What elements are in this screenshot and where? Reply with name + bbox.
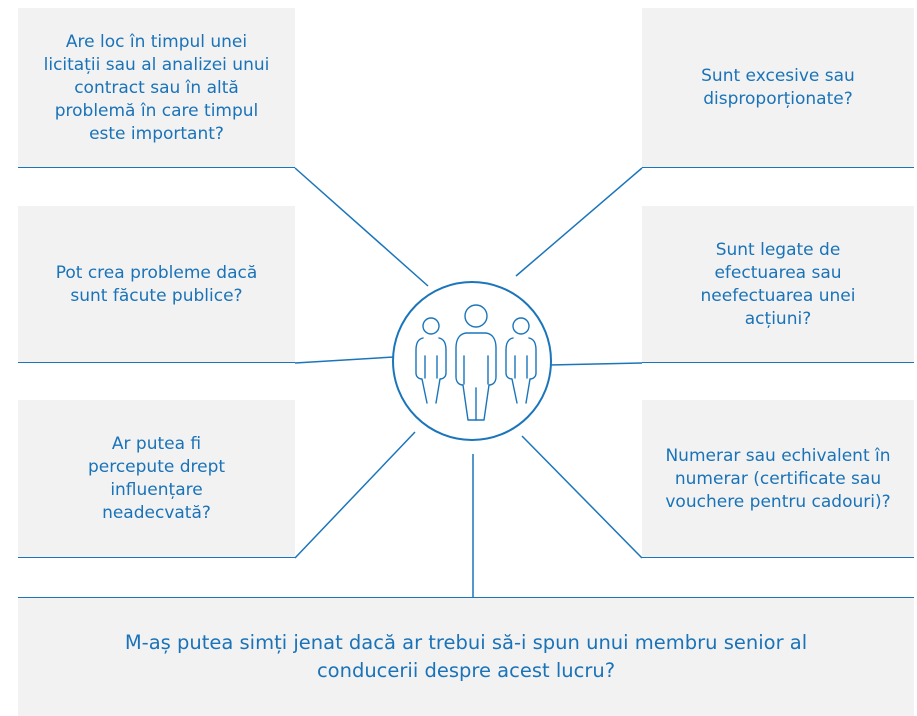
box-underline — [18, 167, 295, 168]
question-text-public: Pot crea probleme dacă sunt făcute publi… — [55, 262, 258, 306]
box-underline — [18, 557, 295, 558]
question-box-time-sensitive: Are loc în timpul unei licitații sau al … — [18, 8, 295, 168]
people-group-icon — [415, 304, 537, 421]
connector-line-q2 — [294, 356, 395, 364]
person-left-head — [422, 317, 440, 335]
person-right-body — [505, 337, 537, 404]
question-box-action: Sunt legate de efectuarea sau neefectuar… — [642, 206, 914, 363]
box-underline — [642, 167, 914, 168]
box-topline — [18, 597, 914, 598]
question-box-embarrassed: M-aș putea simți jenat dacă ar trebui să… — [18, 597, 914, 716]
connector-line-q1 — [294, 167, 429, 287]
box-underline — [642, 362, 914, 363]
question-box-excessive: Sunt excesive sau disproporționate? — [642, 8, 914, 168]
question-text-excessive: Sunt excesive sau disproporționate? — [701, 66, 855, 109]
question-box-public: Pot crea probleme dacă sunt făcute publi… — [18, 206, 295, 363]
question-text-influence: Ar putea fi percepute drept influențare … — [87, 434, 226, 523]
person-right-head — [512, 317, 530, 335]
question-box-cash: Numerar sau echivalent în numerar (certi… — [642, 400, 914, 558]
person-left-body — [415, 337, 447, 404]
center-circle — [392, 281, 552, 441]
person-center-head — [464, 304, 488, 328]
question-text-action: Sunt legate de efectuarea sau neefectuar… — [700, 239, 856, 329]
connector-line-q6 — [521, 435, 643, 559]
question-text-time-sensitive: Are loc în timpul unei licitații sau al … — [43, 31, 270, 144]
question-box-influence: Ar putea fi percepute drept influențare … — [18, 400, 295, 558]
box-underline — [642, 557, 914, 558]
box-underline — [18, 362, 295, 363]
connector-line-q5 — [548, 362, 643, 366]
question-text-embarrassed: M-aș putea simți jenat dacă ar trebui să… — [124, 631, 808, 682]
person-center-body — [455, 332, 497, 421]
connector-line-q3 — [294, 431, 416, 559]
question-text-cash: Numerar sau echivalent în numerar (certi… — [665, 445, 891, 512]
connector-line-q4 — [515, 167, 643, 277]
